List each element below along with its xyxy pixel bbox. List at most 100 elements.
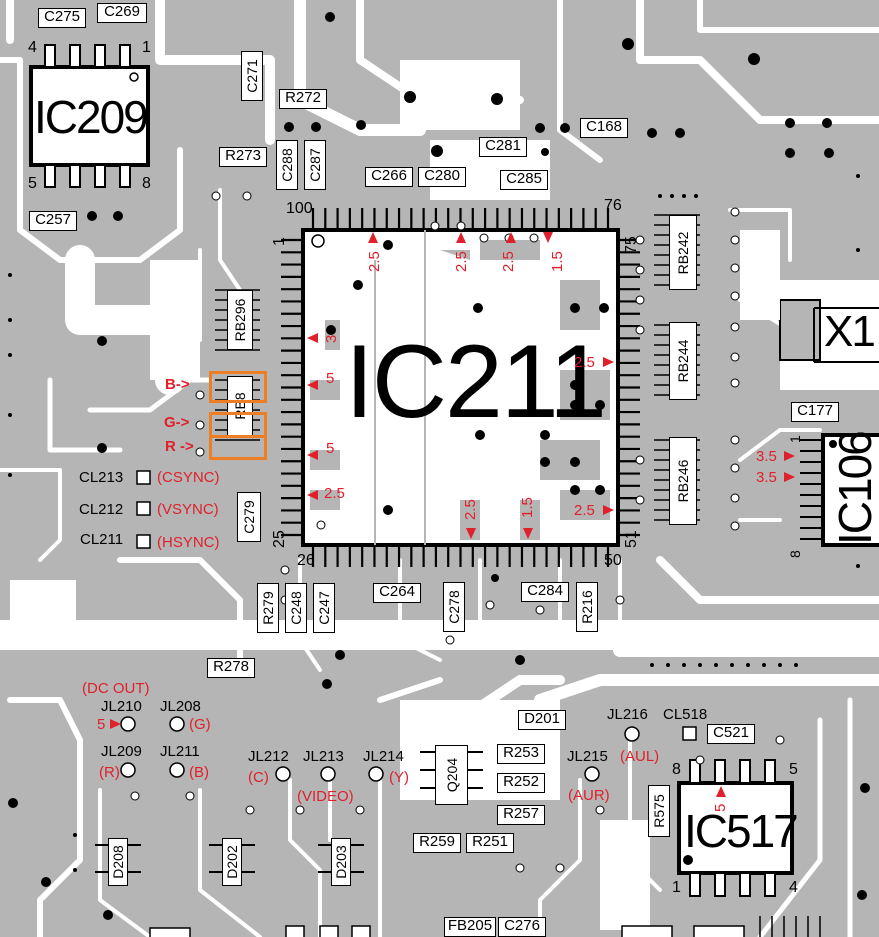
pin-ic209-1: 1 [142,39,151,56]
ic209-label: IC209 [34,91,149,143]
c264: C264 [373,583,421,603]
pin-ic211-50: 50 [604,552,622,569]
voltage-top-4: 1.5 [549,251,566,272]
bottom-diodes [95,844,364,873]
signal-g: (G) [189,716,211,733]
rb244: RB244 [669,322,697,400]
ic517-package [677,759,794,897]
marker-r: R -> [165,438,194,455]
c278: C278 [443,582,465,632]
jl213-label: JL213 [303,748,344,765]
signal-hsync: (HSYNC) [157,534,220,551]
c521: C521 [707,724,755,744]
voltage-left-4: 2.5 [324,485,345,502]
d208: D208 [108,838,128,886]
signal-vsync: (VSYNC) [157,501,219,518]
voltage-right-1: 2.5 [574,354,595,371]
c177: C177 [791,402,839,422]
pin-ic209-8: 8 [142,175,151,192]
d202: D202 [222,838,242,886]
voltage-ic517: 5 [712,803,729,812]
pin-ic517-4: 4 [789,879,798,896]
rb242: RB242 [669,215,697,290]
marker-b: B-> [165,376,190,393]
signal-aur: (AUR) [568,787,610,804]
r279: R279 [257,583,279,633]
voltage-ic106-2: 3.5 [756,469,777,486]
r575: R575 [648,785,670,837]
pin-ic517-1: 1 [672,879,681,896]
cl213-label: CL213 [79,469,124,486]
c287: C287 [304,140,326,190]
c275: C275 [38,8,86,28]
jl212-label: JL212 [248,748,289,765]
vias [8,12,870,920]
rb296: RB296 [227,290,253,350]
c168: C168 [580,118,628,138]
cl211-label: CL211 [80,531,124,548]
voltage-jl210: 5 [97,716,106,733]
ic517-label: IC517 [684,805,799,857]
pin-ic211-76: 76 [604,197,622,214]
signal-c: (C) [248,769,269,786]
c288: C288 [276,140,298,190]
voltage-top-2: 2.5 [453,251,470,272]
voltage-bot-1: 2.5 [462,499,479,520]
r251: R251 [466,833,514,853]
marker-g: G-> [164,414,190,431]
r257: R257 [497,805,545,825]
cl212-label: CL212 [79,501,124,518]
voltage-ic106-1: 3.5 [756,448,777,465]
q204-leads [420,751,483,789]
ic209-package [29,44,150,188]
c266: C266 [365,167,413,187]
voltage-top-3: 2.5 [500,251,517,272]
ic106-package [800,433,879,547]
voltage-left-1: 3 [323,334,340,343]
signal-dc-out: (DC OUT) [82,680,150,697]
jl215-label: JL215 [567,748,608,765]
highlight-r [209,435,267,460]
voltage-left-2: 5 [326,370,335,387]
test-pads [120,470,697,782]
rb8: RB8 [227,376,253,436]
c285: C285 [500,170,548,190]
r253: R253 [497,744,545,764]
c269: C269 [97,3,147,23]
jl209-label: JL209 [101,743,142,760]
c281: C281 [479,137,527,157]
x1-outline [813,307,879,363]
jl214-label: JL214 [363,748,404,765]
c279: C279 [237,492,261,542]
signal-aul: (AUL) [620,748,660,765]
signal-csync: (CSYNC) [157,469,220,486]
pin-ic209-5: 5 [28,175,37,192]
r278: R278 [207,658,255,678]
voltage-left-3: 5 [326,440,335,457]
jl208-label: JL208 [160,698,201,715]
rb246: RB246 [669,437,697,525]
c280: C280 [418,167,466,187]
jl211-label: JL211 [160,743,200,760]
signal-video: (VIDEO) [297,788,354,805]
voltage-bot-2: 1.5 [519,497,536,518]
c248: C248 [285,583,307,633]
r273: R273 [219,147,267,167]
d201: D201 [518,710,566,730]
x1-label: X1 [824,307,876,356]
pin-ic211-26: 26 [297,552,315,569]
bottom-partial-parts [149,916,821,937]
c257: C257 [29,211,77,231]
via-dots [8,174,860,872]
q204: Q204 [435,745,468,805]
via-rings [130,191,785,873]
pin-ic517-5: 5 [789,761,798,778]
c247: C247 [313,583,335,633]
pin-ic211-100: 100 [286,200,313,217]
signal-b: (B) [189,764,209,781]
voltage-right-2: 2.5 [574,502,595,519]
pin-ic517-8: 8 [672,761,681,778]
signal-r: (R) [99,764,120,781]
pin-ic209-4: 4 [28,39,37,56]
